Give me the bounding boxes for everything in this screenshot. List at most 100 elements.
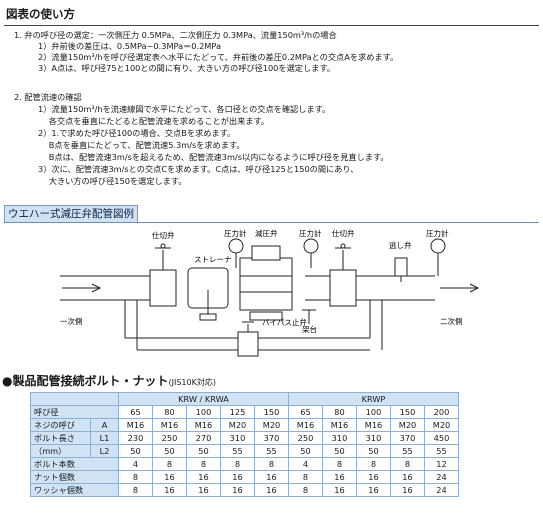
table-cell: 16 [356,483,391,497]
table-cell: 8 [288,470,323,484]
section2-line-2: 各交点を垂直にたどると配管流速を求めることが出来ます。 [38,116,270,126]
label-shutoff-right: 仕切弁 [332,228,355,238]
row-label: ボルト長さ [30,431,91,445]
table-cell: M16 [356,418,391,432]
table-cell: 100 [356,405,391,419]
table-cell: 8 [220,457,255,471]
table-cell: 310 [220,431,255,445]
label-pressure-gauge-3: 圧力計 [426,228,449,238]
table-cell: M16 [288,418,323,432]
piping-diagram: 仕切弁 ストレーナ 圧力計 減圧弁 圧力計 仕切弁 逃し弁 圧力計 架台 バイパ… [60,228,480,357]
table-cell: 125 [220,405,255,419]
table-cell: 16 [254,470,289,484]
row-sublabel: L2 [90,444,119,458]
table-cell: 200 [424,405,459,419]
label-relief-valve: 逃し弁 [389,240,412,250]
label-primary-side: 一次側 [60,316,83,326]
row-sublabel: L1 [90,431,119,445]
section1-item-2: 2）流量150m³/hを呼び径選定表へ水平にたどって、弁前後の差圧0.2MPaと… [38,52,399,62]
table-cell: M16 [322,418,357,432]
label-pressure-gauge-1: 圧力計 [224,228,247,238]
table-cell: 16 [390,483,425,497]
table-cell: 16 [322,483,357,497]
table-cell: 24 [424,483,459,497]
table-cell: 100 [186,405,221,419]
table-cell: 65 [288,405,323,419]
bolt-nut-section-title: ●製品配管接続ボルト・ナット(JIS10K対応) [2,372,216,389]
row-label: ナット個数 [30,470,119,484]
table-cell: 8 [118,470,153,484]
table-cell: 16 [390,470,425,484]
table-cell: 16 [322,470,357,484]
row-sublabel: A [90,418,119,432]
diagram-title: ウエハー式減圧弁配管図例 [4,205,138,223]
table-cell: M20 [254,418,289,432]
section2-line-4: B点を垂直にたどって、配管流速5.3m/sを求めます。 [38,140,245,150]
table-cell: M20 [390,418,425,432]
table-cell: 8 [254,457,289,471]
table-cell: 16 [254,483,289,497]
table-cell: 55 [220,444,255,458]
table-cell: 50 [152,444,187,458]
table-cell: 16 [220,470,255,484]
section2-line-6: 3）次に、配管流速3m/sとの交点Cを求めます。C点は、呼び径125と150の間… [38,164,359,174]
section2-line-5: B点は、配管流速3m/sを超えるため、配管流速3m/s以内になるように呼び径を見… [38,152,389,162]
table-cell: 4 [118,457,153,471]
table-cell: 250 [152,431,187,445]
table-cell: M16 [152,418,187,432]
table-cell: 370 [254,431,289,445]
label-pressure-gauge-2: 圧力計 [299,228,322,238]
table-cell: 270 [186,431,221,445]
section1-item-3: 3）A点は、呼び径75と100との間に有り、大きい方の呼び径100を選定します。 [38,63,335,73]
label-bypass-valve: バイパス止弁 [262,317,307,327]
page-title: 図表の使い方 [6,7,75,21]
group-krwp: KRWP [288,392,459,406]
bolt-nut-title: ●製品配管接続ボルト・ナット [2,374,169,388]
table-cell: 50 [186,444,221,458]
label-reducing-valve: 減圧弁 [255,228,278,238]
table-cell: 8 [390,457,425,471]
jis-note: (JIS10K対応) [168,378,216,387]
table-cell: 230 [118,431,153,445]
title-rule [4,25,539,26]
section1-item-1: 1）弁前後の差圧は、0.5MPa−0.3MPa＝0.2MPa [38,41,221,51]
table-cell: 310 [356,431,391,445]
label-shutoff-left: 仕切弁 [152,230,175,240]
table-cell: 65 [118,405,153,419]
table-cell: 55 [390,444,425,458]
table-cell: 8 [288,483,323,497]
group-krw: KRW / KRWA [118,392,289,406]
table-cell: 16 [186,483,221,497]
table-cell: 50 [288,444,323,458]
table-cell: 8 [152,457,187,471]
table-cell: M16 [186,418,221,432]
table-cell: 250 [288,431,323,445]
section1-lead: 1. 弁の呼び径の選定：一次側圧力 0.5MPa、二次側圧力 0.3MPa、流量… [14,30,337,40]
table-cell: 16 [152,483,187,497]
table-cell: 80 [152,405,187,419]
table-cell: 50 [356,444,391,458]
row-label: 呼び径 [30,405,119,419]
table-cell: 370 [390,431,425,445]
table-cell: 450 [424,431,459,445]
table-cell: 4 [288,457,323,471]
section2-line-1: 1）流量150m³/hを流速線図で水平にたどって、各口径との交点を確認します。 [38,104,331,114]
label-secondary-side: 二次側 [440,316,463,326]
table-cell: 16 [152,470,187,484]
table-cell: 16 [186,470,221,484]
section2-lead: 2. 配管流速の確認 [14,92,82,102]
table-cell: 24 [424,470,459,484]
table-cell: 80 [322,405,357,419]
section2-line-3: 2）1.で求めた呼び径100の場合、交点Bを求めます。 [38,128,236,138]
table-cell: 8 [186,457,221,471]
table-cell: 50 [322,444,357,458]
table-cell: 8 [322,457,357,471]
table-cell: M16 [118,418,153,432]
table-cell: 12 [424,457,459,471]
